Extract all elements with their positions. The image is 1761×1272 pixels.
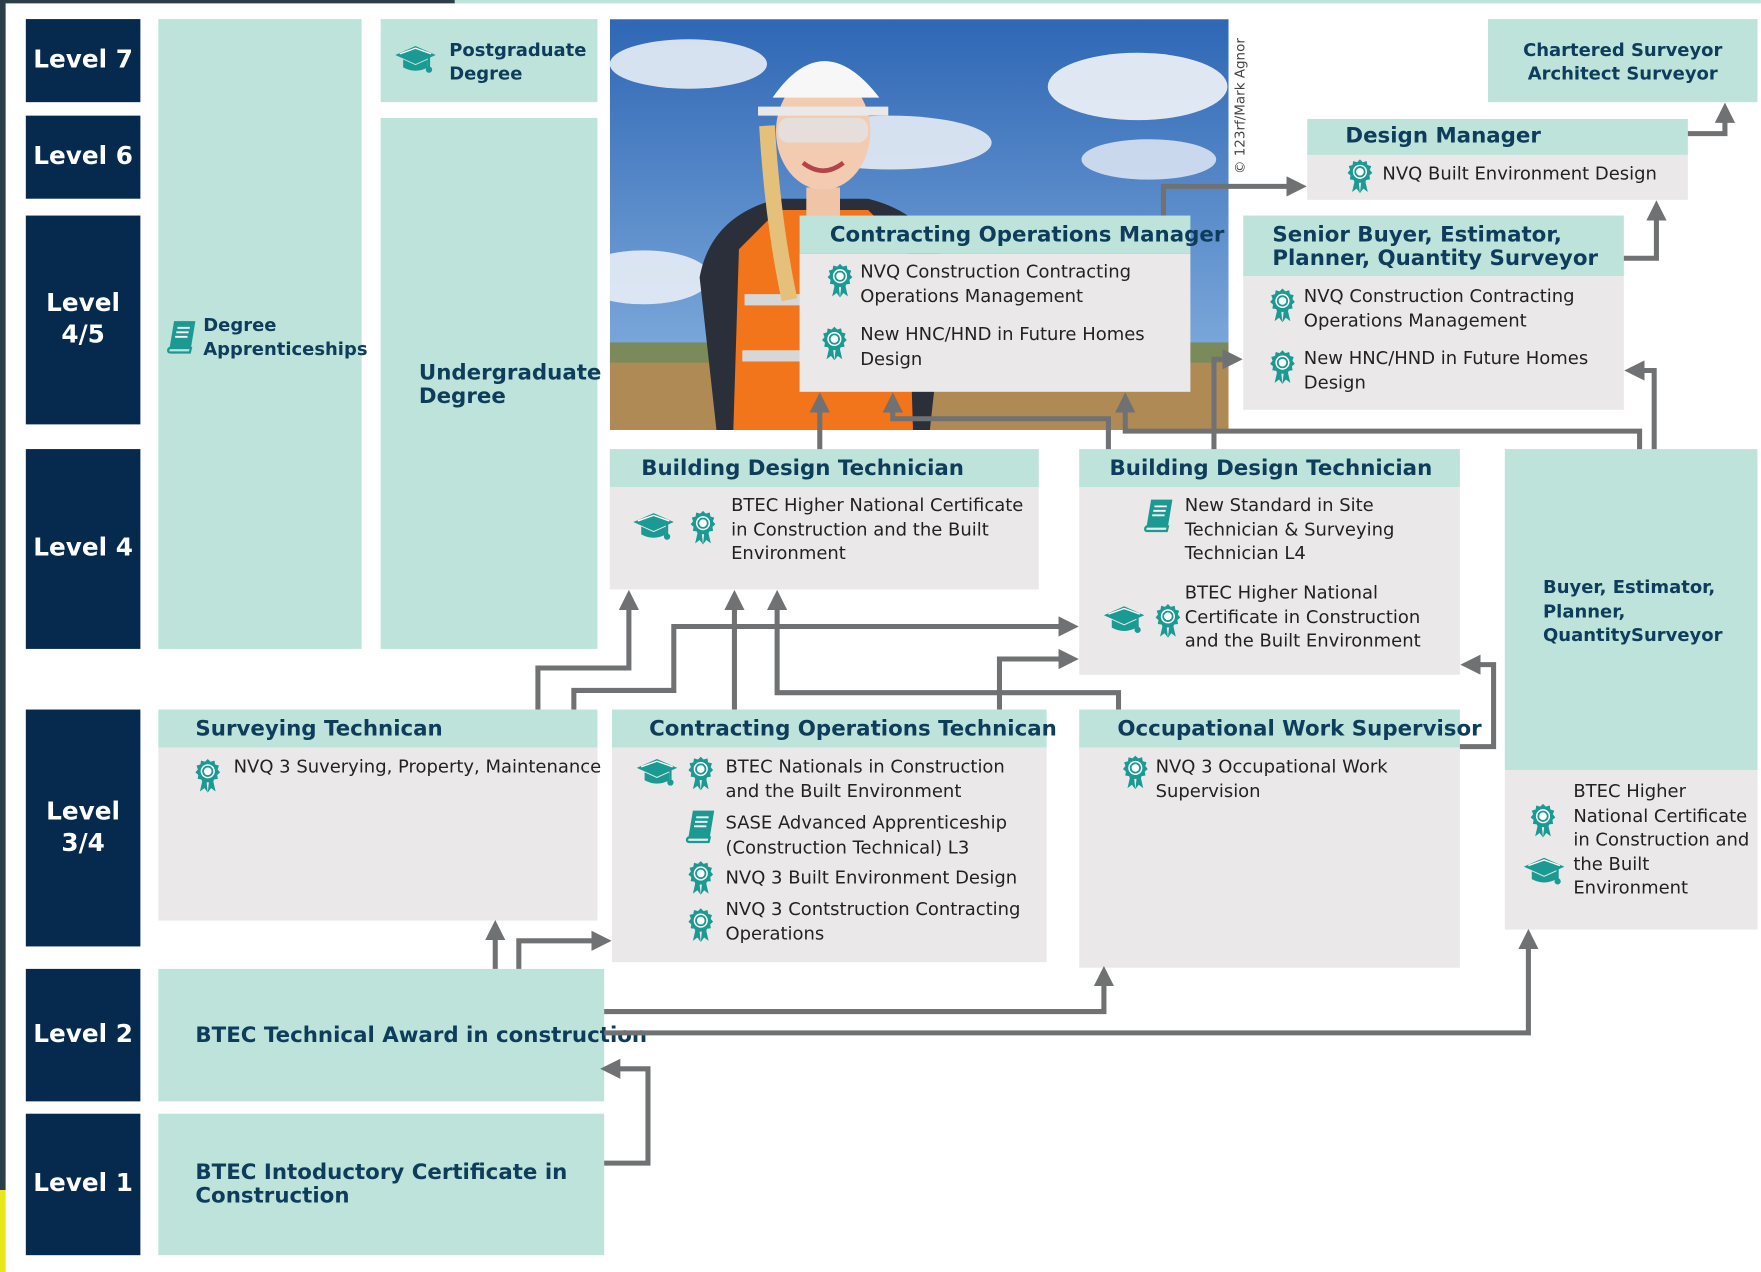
com-qualification-1: NVQ Construction Contracting Operations … bbox=[860, 260, 1132, 306]
senior-buyer-body bbox=[1243, 276, 1624, 410]
postgraduate-degree-label: Postgraduate Degree bbox=[449, 39, 587, 85]
arrow-ows-to-bdt-right bbox=[996, 648, 1079, 710]
bdt-right-qualification-1: New Standard in Site Technician & Survey… bbox=[1184, 493, 1395, 564]
design-manager-title: Design Manager bbox=[1307, 119, 1688, 155]
arrow-buyer-to-senior bbox=[1624, 360, 1657, 450]
buyer-estimator-body bbox=[1504, 770, 1758, 930]
senior-buyer-title: Senior Buyer, Estimator, Planner, Quanti… bbox=[1243, 215, 1624, 277]
top-rule-accent bbox=[454, 0, 1761, 4]
senior-buyer-qualification-1: NVQ Construction Contracting Operations … bbox=[1303, 285, 1575, 331]
senior-buyer-qualification-2: New HNC/HND in Future Homes Design bbox=[1303, 346, 1589, 393]
contracting-operations-technician-body bbox=[612, 747, 1047, 963]
arrow-award-to-occupational bbox=[604, 965, 1115, 1015]
contracting-operations-technician-title: Contracting Operations Technican bbox=[612, 709, 1057, 748]
cot-qualification-2: SASE Advanced Apprenticeship (Constructi… bbox=[725, 811, 1008, 858]
level-2-label: Level 2 bbox=[25, 968, 141, 1102]
occupational-work-supervisor-body bbox=[1079, 747, 1460, 968]
contracting-operations-manager-title: Contracting Operations Manager bbox=[799, 215, 1224, 254]
surveying-technician-title: Surveying Technican bbox=[158, 709, 598, 748]
cot-qualification-4: NVQ 3 Contstruction Contracting Operatio… bbox=[725, 898, 1021, 944]
occupational-work-supervisor-title: Occupational Work Supervisor bbox=[1079, 709, 1482, 748]
arrow-buyer-to-com bbox=[1115, 392, 1643, 450]
undergraduate-degree-label: Undergraduate Degree bbox=[418, 360, 602, 409]
surveying-technician-qualification: NVQ 3 Suverying, Property, Maintenance bbox=[233, 755, 602, 777]
arrow-award-to-buyer bbox=[604, 928, 1539, 1036]
design-manager-qualification: NVQ Built Environment Design bbox=[1382, 162, 1657, 185]
btec-technical-award-label: BTEC Technical Award in construction bbox=[195, 1022, 648, 1048]
level-6-label: Level 6 bbox=[25, 115, 141, 199]
building-design-technician-left-title: Building Design Technician bbox=[609, 449, 1039, 488]
cot-qualification-3: NVQ 3 Built Environment Design bbox=[725, 866, 1018, 889]
bdt-right-qualification-2: BTEC Higher National Certificate in Cons… bbox=[1184, 581, 1421, 652]
buyer-estimator-qualification: BTEC Higher National Certificate in Cons… bbox=[1573, 780, 1750, 899]
arrow-ows-to-bdt-left bbox=[767, 589, 1122, 710]
arrow-bdtright-to-senior bbox=[1211, 349, 1243, 450]
level-3-4-label: Level 3/4 bbox=[25, 709, 141, 947]
bdt-left-qualification: BTEC Higher National Certificate in Cons… bbox=[731, 493, 1024, 564]
contracting-operations-manager-body bbox=[799, 253, 1191, 392]
chartered-surveyor-label: Chartered Surveyor bbox=[1523, 39, 1723, 61]
architect-surveyor-label: Architect Surveyor bbox=[1527, 62, 1718, 85]
btec-technical-award-panel bbox=[158, 968, 605, 1102]
arrow-surveying-to-bdt-right bbox=[571, 616, 1079, 710]
buyer-estimator-panel bbox=[1504, 449, 1758, 771]
arrow-bdtright-to-com bbox=[882, 392, 1111, 450]
chartered-surveyor-panel bbox=[1487, 19, 1758, 103]
design-manager-body bbox=[1307, 154, 1688, 200]
btec-introductory-panel bbox=[158, 1113, 605, 1256]
degree-apprenticeships-label: Degree Apprenticeships bbox=[203, 314, 368, 360]
arrow-ows-to-bdt-right-side bbox=[1459, 654, 1497, 750]
arrow-award-to-cot bbox=[516, 930, 612, 969]
occupational-qualification: NVQ 3 Occupational Work Supervision bbox=[1155, 755, 1388, 802]
cot-qualification-1: BTEC Nationals in Construction and the B… bbox=[725, 755, 1005, 802]
level-7-label: Level 7 bbox=[25, 19, 141, 103]
com-qualification-2: New HNC/HND in Future Homes Design bbox=[860, 323, 1145, 369]
arrow-surveying-to-bdt-left bbox=[535, 589, 639, 710]
surveying-technician-body bbox=[158, 747, 598, 921]
level-4-5-label: Level 4/5 bbox=[25, 215, 141, 425]
building-design-technician-right-body bbox=[1079, 487, 1460, 675]
arrow-dm-to-chartered bbox=[1687, 102, 1736, 137]
arrow-intro-to-award bbox=[600, 1058, 651, 1166]
buyer-estimator-title: Buyer, Estimator, Planner, QuantitySurve… bbox=[1543, 575, 1723, 646]
building-design-technician-right-title: Building Design Technician bbox=[1079, 449, 1460, 488]
left-rule-accent bbox=[0, 1190, 6, 1272]
top-rule bbox=[0, 0, 455, 4]
btec-introductory-label: BTEC Intoductory Certificate in Construc… bbox=[195, 1159, 568, 1209]
level-4-label: Level 4 bbox=[25, 449, 141, 649]
undergraduate-panel bbox=[380, 117, 598, 649]
left-rule bbox=[0, 0, 6, 1191]
level-1-label: Level 1 bbox=[25, 1113, 141, 1256]
arrow-senior-to-design-manager bbox=[1623, 200, 1667, 261]
arrow-com-to-design-manager bbox=[1160, 176, 1307, 216]
building-design-technician-left-body bbox=[609, 487, 1039, 590]
